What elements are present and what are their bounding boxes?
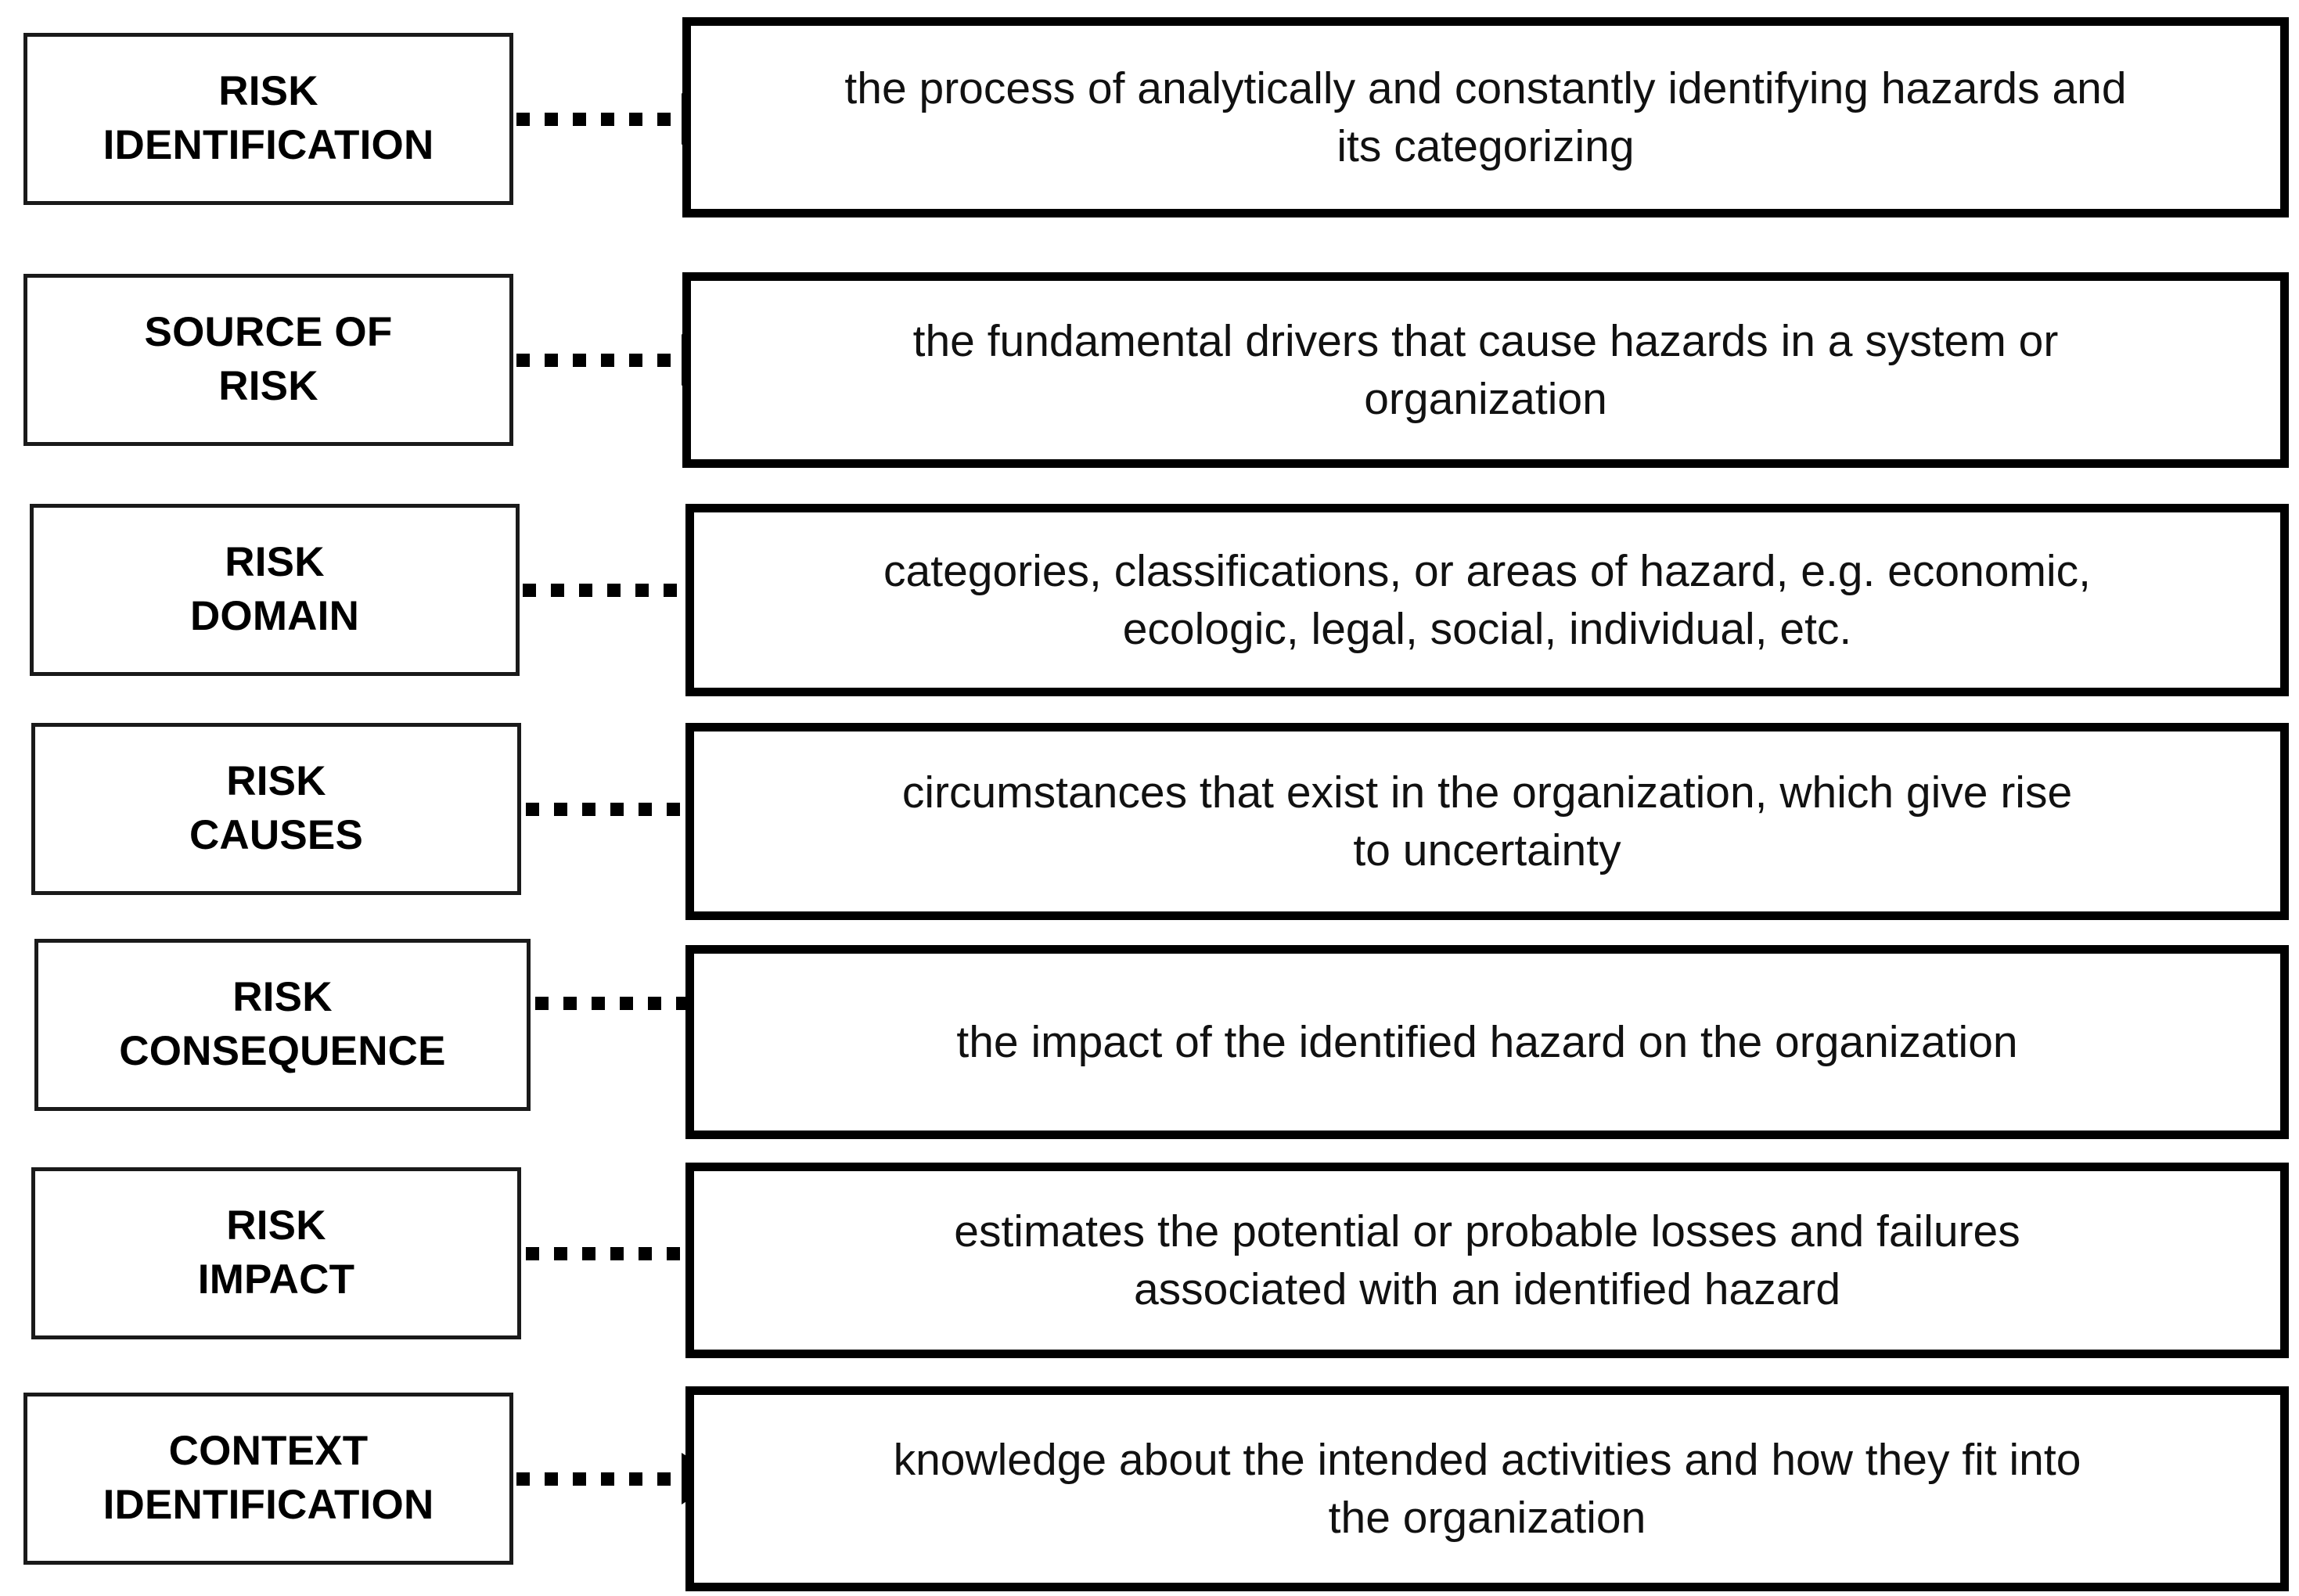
dotted-arrow-icon (535, 977, 742, 1029)
dotted-line (526, 802, 680, 816)
dot (582, 802, 595, 816)
dot (523, 583, 536, 597)
term-box-risk-identification: RISK IDENTIFICATION (23, 33, 513, 205)
dotted-arrow-icon (516, 93, 723, 145)
dot (516, 353, 530, 367)
dot (620, 996, 633, 1010)
dot (554, 802, 567, 816)
dot (592, 996, 605, 1010)
dot (667, 802, 680, 816)
term-box-risk-consequence: RISK CONSEQUENCE (34, 939, 531, 1111)
definition-text: circumstances that exist in the organiza… (901, 767, 2073, 875)
dot (657, 353, 671, 367)
dot (516, 1472, 530, 1486)
dot (629, 1472, 642, 1486)
dot (667, 1246, 680, 1260)
term-box-source-of-risk: SOURCE OF RISK (23, 274, 513, 446)
dot (607, 583, 621, 597)
dot (545, 353, 558, 367)
dotted-arrow-icon (526, 783, 732, 835)
dotted-line (516, 112, 671, 126)
definition-box-risk-causes: circumstances that exist in the organiza… (685, 723, 2289, 920)
dot (648, 996, 661, 1010)
definition-text: the impact of the identified hazard on t… (956, 1016, 2018, 1067)
dotted-line (535, 996, 689, 1010)
dot (601, 353, 614, 367)
term-label: RISK IMPACT (197, 1202, 355, 1303)
dot (657, 112, 671, 126)
dot (545, 112, 558, 126)
definition-text: estimates the potential or probable loss… (954, 1206, 2020, 1314)
dot (657, 1472, 671, 1486)
dotted-arrow-icon (516, 334, 723, 386)
dot (563, 996, 577, 1010)
dot (639, 802, 652, 816)
dotted-arrow-icon (516, 1453, 723, 1504)
dot (610, 1246, 624, 1260)
dot (573, 1472, 586, 1486)
term-box-context-identification: CONTEXT IDENTIFICATION (23, 1393, 513, 1565)
dot (573, 112, 586, 126)
definition-text: the process of analytically and constant… (844, 63, 2127, 171)
dot (554, 1246, 567, 1260)
dot (601, 112, 614, 126)
dot (629, 353, 642, 367)
dot (601, 1472, 614, 1486)
dotted-line (516, 353, 671, 367)
term-box-risk-impact: RISK IMPACT (31, 1167, 521, 1339)
dot (535, 996, 549, 1010)
definition-text: categories, classifications, or areas of… (883, 545, 2091, 654)
term-label: CONTEXT IDENTIFICATION (103, 1428, 434, 1528)
dot (526, 802, 539, 816)
dot (610, 802, 624, 816)
definition-box-risk-consequence: the impact of the identified hazard on t… (685, 945, 2289, 1139)
dot (573, 353, 586, 367)
term-box-risk-causes: RISK CAUSES (31, 723, 521, 895)
dot (582, 1246, 595, 1260)
dot (635, 583, 649, 597)
definition-text: the fundamental drivers that cause hazar… (912, 315, 2059, 424)
dot (545, 1472, 558, 1486)
definition-box-source-of-risk: the fundamental drivers that cause hazar… (682, 272, 2289, 468)
definition-box-risk-domain: categories, classifications, or areas of… (685, 504, 2289, 696)
dotted-line (523, 583, 677, 597)
dot (516, 112, 530, 126)
dotted-arrow-icon (526, 1228, 732, 1279)
dot (526, 1246, 539, 1260)
term-label: RISK CONSEQUENCE (119, 974, 446, 1074)
definition-box-context-identification: knowledge about the intended activities … (685, 1386, 2289, 1591)
dotted-line (526, 1246, 680, 1260)
term-label: SOURCE OF RISK (144, 309, 393, 409)
dot (629, 112, 642, 126)
dot (551, 583, 564, 597)
dotted-arrow-icon (523, 564, 729, 616)
dot (579, 583, 592, 597)
definition-box-risk-impact: estimates the potential or probable loss… (685, 1163, 2289, 1358)
dot (639, 1246, 652, 1260)
term-box-risk-domain: RISK DOMAIN (30, 504, 520, 676)
term-label: RISK DOMAIN (189, 539, 360, 639)
dotted-line (516, 1472, 671, 1486)
dot (664, 583, 677, 597)
definition-text: knowledge about the intended activities … (893, 1434, 2081, 1543)
term-label: RISK CAUSES (189, 758, 364, 858)
term-label: RISK IDENTIFICATION (103, 68, 434, 168)
definition-box-risk-identification: the process of analytically and constant… (682, 17, 2289, 217)
